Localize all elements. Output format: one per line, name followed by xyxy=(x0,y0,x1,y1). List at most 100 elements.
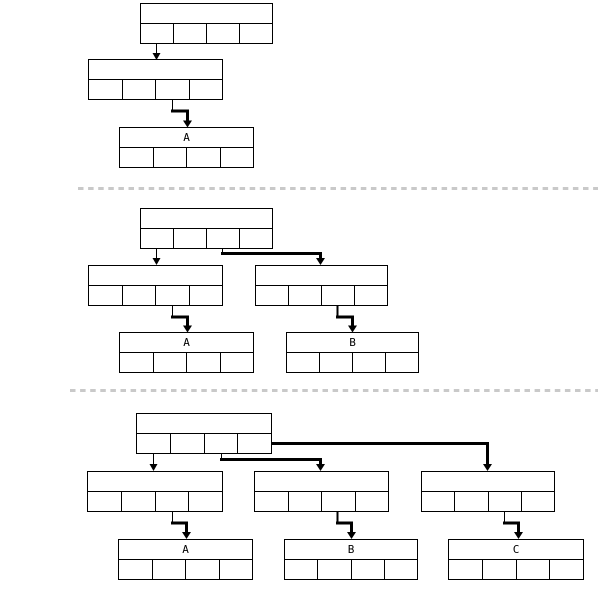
node-cell xyxy=(287,492,322,511)
node-cell-row xyxy=(256,286,387,305)
node-cell xyxy=(137,434,170,453)
node-cell xyxy=(120,353,153,372)
node-cell xyxy=(321,492,355,511)
node-label: A xyxy=(119,540,252,560)
node-header xyxy=(137,414,271,434)
node-cell xyxy=(520,492,554,511)
node-cell xyxy=(152,148,187,167)
node-cell xyxy=(203,434,238,453)
p2-internal-left-node xyxy=(88,265,223,306)
node-label: C xyxy=(449,540,583,560)
node-header xyxy=(255,472,388,492)
node-cell-row xyxy=(141,24,272,43)
node-cell xyxy=(317,560,350,579)
p2-leaf-node-b: B xyxy=(286,332,419,373)
node-cell-row xyxy=(422,492,554,511)
node-cell xyxy=(169,434,204,453)
node-cell xyxy=(141,229,173,248)
node-cell xyxy=(422,492,454,511)
node-cell xyxy=(487,492,521,511)
node-cell xyxy=(350,560,384,579)
p1-root-node xyxy=(140,3,273,44)
node-cell xyxy=(141,24,173,43)
node-header xyxy=(256,266,387,286)
node-cell-row xyxy=(141,229,272,248)
node-cell xyxy=(152,353,187,372)
p3-internal-middle-node xyxy=(254,471,389,512)
node-cell xyxy=(155,80,189,99)
node-cell xyxy=(121,286,156,305)
node-cell xyxy=(89,286,122,305)
p3-leaf-node-c: C xyxy=(448,539,584,580)
node-cell xyxy=(354,286,387,305)
node-header xyxy=(141,209,272,229)
node-cell xyxy=(188,80,223,99)
node-cell xyxy=(88,492,121,511)
node-cell xyxy=(173,24,206,43)
node-cell xyxy=(206,24,239,43)
node-cell xyxy=(188,286,223,305)
p2-internal-right-node xyxy=(255,265,388,306)
node-cell xyxy=(151,560,186,579)
node-cell-row xyxy=(120,353,253,372)
p1-internal-node xyxy=(88,59,223,100)
p1-leaf-node-a: A xyxy=(119,127,254,168)
node-cell xyxy=(154,492,189,511)
node-header xyxy=(141,4,272,24)
node-cell xyxy=(239,24,272,43)
node-cell xyxy=(385,353,418,372)
node-cell xyxy=(120,148,153,167)
node-label: A xyxy=(120,333,253,353)
node-cell-row xyxy=(89,286,222,305)
node-cell-row xyxy=(119,560,252,579)
p3-root-node xyxy=(136,413,272,454)
node-cell xyxy=(219,148,254,167)
node-cell-row xyxy=(120,148,253,167)
node-cell xyxy=(352,353,385,372)
node-cell xyxy=(173,229,206,248)
node-cell xyxy=(255,492,288,511)
node-cell-row xyxy=(255,492,388,511)
p3-internal-right-node xyxy=(421,471,555,512)
node-cell xyxy=(285,560,317,579)
pointer-arrow-root-to-internal-right xyxy=(255,442,492,471)
node-cell xyxy=(185,560,219,579)
node-cell-row xyxy=(88,492,222,511)
node-cell xyxy=(119,560,152,579)
node-cell xyxy=(219,353,254,372)
node-header xyxy=(88,472,222,492)
node-cell xyxy=(89,80,122,99)
p3-leaf-node-b: B xyxy=(284,539,418,580)
node-cell-row xyxy=(89,80,222,99)
node-label: B xyxy=(287,333,418,353)
node-cell xyxy=(449,560,482,579)
node-cell xyxy=(186,353,220,372)
node-cell xyxy=(218,560,253,579)
node-cell xyxy=(120,492,155,511)
node-cell xyxy=(288,286,321,305)
node-cell xyxy=(186,148,220,167)
node-cell xyxy=(454,492,487,511)
node-cell xyxy=(121,80,156,99)
node-label: B xyxy=(285,540,417,560)
node-cell xyxy=(155,286,189,305)
node-label: A xyxy=(120,128,253,148)
node-cell xyxy=(239,229,272,248)
node-cell xyxy=(256,286,288,305)
p2-leaf-node-a: A xyxy=(119,332,254,373)
node-cell xyxy=(319,353,352,372)
node-cell xyxy=(383,560,417,579)
node-cell xyxy=(188,492,222,511)
node-cell-row xyxy=(285,560,417,579)
node-cell xyxy=(206,229,239,248)
node-cell xyxy=(481,560,516,579)
p3-internal-left-node xyxy=(87,471,223,512)
p3-leaf-node-a: A xyxy=(118,539,253,580)
node-cell xyxy=(549,560,583,579)
node-header xyxy=(422,472,554,492)
node-cell-row xyxy=(287,353,418,372)
node-cell-row xyxy=(137,434,271,453)
node-cell xyxy=(237,434,271,453)
p2-root-node xyxy=(140,208,273,249)
